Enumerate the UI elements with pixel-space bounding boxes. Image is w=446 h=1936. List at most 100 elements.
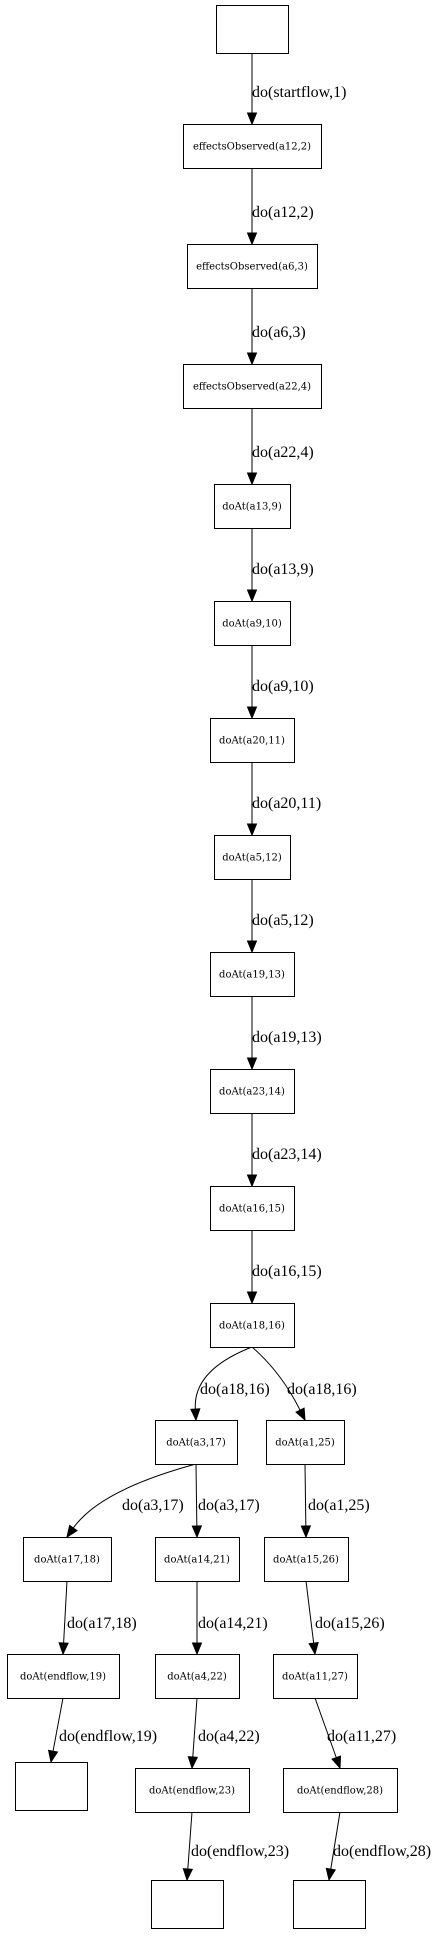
arrowhead-icon	[191, 1525, 203, 1539]
edge-label: do(a14,21)	[198, 1615, 268, 1632]
node-box	[283, 1768, 398, 1813]
node-box	[155, 1420, 238, 1465]
edge-n1-n2: do(a12,2)	[246, 168, 314, 246]
edge-label: do(a3,17)	[198, 1497, 260, 1514]
edge-n12-n15: do(a3,17)	[191, 1463, 260, 1539]
arrowhead-icon	[246, 940, 258, 954]
arrowhead-icon	[246, 706, 258, 720]
arrowhead-icon	[246, 472, 258, 486]
node-label: doAt(a11,27)	[282, 1672, 348, 1683]
arrowhead-icon	[246, 352, 258, 366]
edge-label: do(a3,17)	[122, 1497, 184, 1514]
node-box	[155, 1537, 240, 1582]
edge-label: do(a13,9)	[252, 561, 314, 578]
state-node: doAt(a11,27)	[273, 1654, 358, 1699]
edge-line	[305, 1580, 315, 1644]
state-node: effectsObserved(a6,3)	[187, 244, 318, 289]
state-node: doAt(a14,21)	[155, 1537, 240, 1582]
node-label: doAt(a14,21)	[164, 1555, 230, 1566]
edge-line	[72, 1463, 197, 1529]
edge-n15-n18: do(a14,21)	[191, 1581, 268, 1656]
node-box	[7, 1654, 120, 1699]
edge-line	[63, 1580, 68, 1644]
arrowhead-icon	[187, 1756, 199, 1770]
node-box	[216, 5, 289, 54]
state-node: doAt(a1,25)	[266, 1420, 345, 1465]
state-node: effectsObserved(a22,4)	[183, 364, 322, 409]
arrowhead-icon	[325, 1867, 337, 1882]
edge-label: do(a15,26)	[315, 1615, 385, 1632]
edge-n3-n4: do(a22,4)	[246, 408, 314, 486]
edge-line	[304, 1463, 307, 1527]
edge-n4-n5: do(a13,9)	[246, 528, 314, 603]
edge-line	[52, 1697, 64, 1752]
terminal-node	[15, 1762, 88, 1811]
edge-line	[330, 1811, 341, 1870]
node-box	[183, 364, 322, 409]
node-box	[155, 1654, 240, 1699]
state-node: effectsObserved(a12,2)	[183, 124, 322, 169]
edge-label: do(a18,16)	[200, 1381, 270, 1398]
arrowhead-icon	[182, 1868, 194, 1882]
state-node: doAt(a20,11)	[210, 718, 295, 763]
edge-label: do(endflow,19)	[59, 1728, 157, 1745]
edge-label: do(a16,15)	[252, 1263, 322, 1280]
edge-n13-n16: do(a1,25)	[300, 1463, 370, 1539]
edge-n5-n6: do(a9,10)	[246, 645, 314, 720]
arrowhead-icon	[191, 1642, 203, 1656]
edge-label: do(a11,27)	[327, 1728, 396, 1745]
node-label: doAt(endflow,28)	[297, 1786, 383, 1797]
arrowhead-icon	[246, 1291, 258, 1305]
arrowhead-icon	[300, 1525, 312, 1539]
node-label: doAt(a5,12)	[222, 853, 282, 864]
arrowhead-icon	[246, 589, 258, 603]
edge-n18-n21: do(a4,22)	[187, 1697, 260, 1770]
state-node: doAt(a17,18)	[23, 1537, 112, 1582]
edge-label: do(endflow,28)	[333, 1843, 431, 1860]
edge-label: do(a22,4)	[252, 444, 314, 461]
node-label: effectsObserved(a12,2)	[193, 142, 311, 153]
node-box	[135, 1768, 250, 1813]
arrowhead-icon	[295, 1407, 306, 1422]
edge-line	[187, 1811, 193, 1870]
edge-line	[194, 1346, 253, 1410]
edge-label: do(a9,10)	[252, 678, 314, 695]
edges-layer: do(startflow,1) do(a12,2) do(a6,3) do(a22,4…	[47, 53, 431, 1882]
node-box	[210, 1186, 295, 1231]
edge-line	[192, 1697, 198, 1758]
node-box	[187, 244, 318, 289]
arrowhead-icon	[246, 823, 258, 837]
edge-n17-n20: do(endflow,19)	[47, 1697, 157, 1764]
state-node: doAt(a15,26)	[264, 1537, 349, 1582]
state-node: doAt(endflow,23)	[135, 1768, 250, 1813]
node-box	[266, 1420, 345, 1465]
state-node: doAt(a9,10)	[214, 601, 291, 646]
edge-label: do(a23,14)	[252, 1146, 322, 1163]
node-label: doAt(a9,10)	[222, 619, 282, 630]
arrowhead-icon	[190, 1408, 201, 1422]
edge-label: do(startflow,1)	[252, 84, 347, 101]
edge-n11-n13: do(a18,16)	[251, 1346, 357, 1422]
edge-line	[251, 1346, 301, 1411]
node-box	[214, 484, 291, 529]
node-box	[183, 124, 322, 169]
edge-n12-n14: do(a3,17)	[66, 1463, 197, 1539]
edge-label: do(a6,3)	[252, 324, 306, 341]
edge-n19-n22: do(a11,27)	[314, 1697, 396, 1770]
node-box	[214, 835, 291, 880]
edge-label: do(a19,13)	[252, 1029, 322, 1046]
node-label: effectsObserved(a6,3)	[196, 262, 308, 273]
node-label: doAt(a3,17)	[166, 1438, 226, 1449]
node-box	[151, 1880, 224, 1929]
state-node: doAt(a5,12)	[214, 835, 291, 880]
node-label: doAt(a18,16)	[219, 1321, 285, 1332]
node-box	[273, 1654, 358, 1699]
edge-n11-n12: do(a18,16)	[190, 1346, 270, 1422]
edge-n21-n23: do(endflow,23)	[182, 1811, 289, 1882]
node-box	[293, 1880, 366, 1929]
node-box	[210, 718, 295, 763]
edge-line	[314, 1697, 337, 1758]
edge-n9-n10: do(a23,14)	[246, 1113, 322, 1188]
state-node: doAt(endflow,19)	[7, 1654, 120, 1699]
edge-n0-n1: do(startflow,1)	[246, 53, 347, 126]
